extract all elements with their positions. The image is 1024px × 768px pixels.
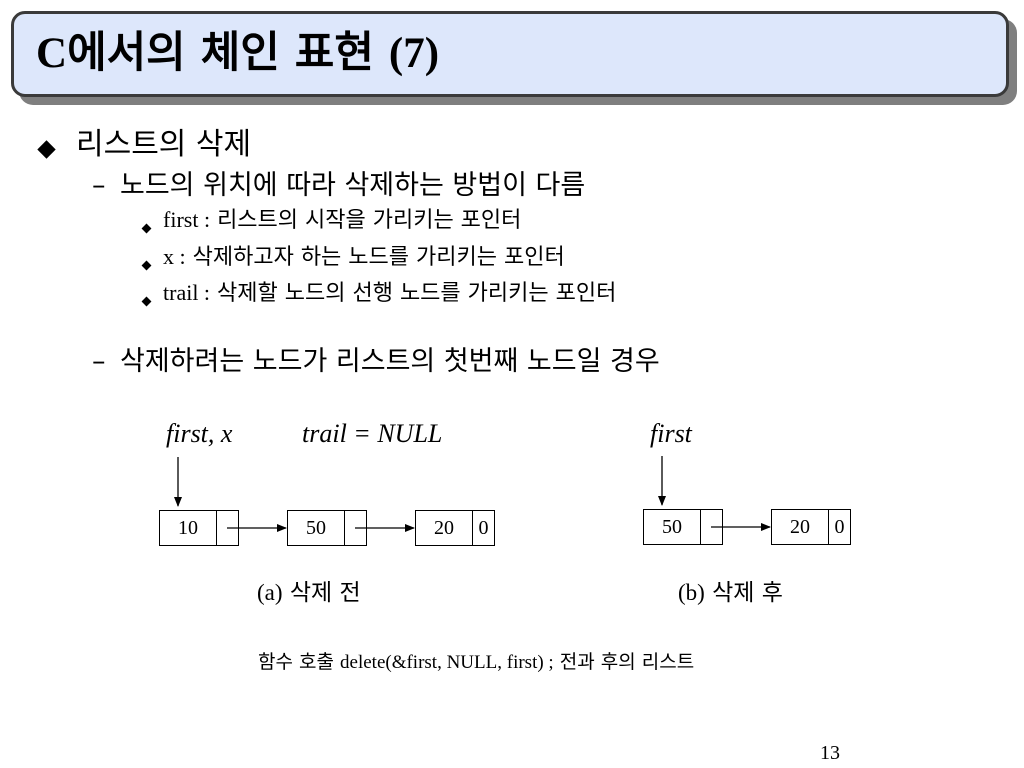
node-link bbox=[344, 511, 366, 545]
node-link: 0 bbox=[472, 511, 494, 545]
node-value: 50 bbox=[306, 516, 326, 539]
dash-bullet: – bbox=[92, 346, 106, 377]
node-link bbox=[700, 510, 722, 544]
outline-heading: 리스트의 삭제 bbox=[76, 127, 252, 162]
title-korean: 에서의 체인 표현 bbox=[67, 28, 374, 78]
def-term: trail : bbox=[163, 280, 211, 305]
def-desc: 삭제하고자 하는 노드를 가리키는 포인터 bbox=[192, 245, 565, 270]
node-link bbox=[216, 511, 238, 545]
page-number: 13 bbox=[820, 742, 840, 764]
caption-tag: (a) bbox=[257, 580, 283, 605]
list-node: 20 0 bbox=[415, 510, 495, 546]
node-value: 10 bbox=[178, 516, 198, 539]
figure-caption-prefix: 함수 호출 bbox=[258, 651, 334, 673]
pointer-label-first: first bbox=[650, 419, 692, 448]
title-bar bbox=[11, 11, 1009, 97]
node-link: 0 bbox=[828, 510, 850, 544]
def-item-trail: trail : 삭제할 노드의 선행 노드를 가리키는 포인터 bbox=[163, 279, 616, 308]
def-item-first: first : 리스트의 시작을 가리키는 포인터 bbox=[163, 206, 521, 235]
def-item-x: x : 삭제하고자 하는 노드를 가리키는 포인터 bbox=[163, 243, 565, 272]
title-suffix: (7) bbox=[388, 30, 440, 77]
outline-sub2: 삭제하려는 노드가 리스트의 첫번째 노드일 경우 bbox=[120, 346, 660, 377]
slide-title: C에서의 체인 표현 (7) bbox=[36, 23, 439, 84]
figure-caption-suffix: 전과 후의 리스트 bbox=[559, 651, 695, 673]
def-term: x : bbox=[163, 244, 186, 269]
list-node: 20 0 bbox=[771, 509, 851, 545]
def-desc: 삭제할 노드의 선행 노드를 가리키는 포인터 bbox=[217, 281, 617, 306]
dash-bullet: – bbox=[92, 170, 106, 201]
caption-tag: (b) bbox=[678, 580, 705, 605]
def-term: first : bbox=[163, 207, 211, 232]
node-value: 50 bbox=[662, 515, 682, 538]
node-value: 20 bbox=[434, 516, 454, 539]
list-node: 50 bbox=[287, 510, 367, 546]
pointer-label-trail: trail = NULL bbox=[302, 419, 443, 448]
pointer-label-first-x: first, x bbox=[166, 419, 233, 448]
node-value: 20 bbox=[790, 515, 810, 538]
figure-caption-code: delete(&first, NULL, first) ; bbox=[340, 652, 554, 673]
caption-text: 삭제 전 bbox=[289, 580, 361, 606]
caption-text: 삭제 후 bbox=[712, 580, 783, 606]
figure-caption: 함수 호출 delete(&first, NULL, first) ; 전과 후… bbox=[258, 650, 694, 675]
outline-sub1: 노드의 위치에 따라 삭제하는 방법이 다름 bbox=[120, 170, 586, 201]
title-prefix: C bbox=[36, 30, 68, 77]
caption-after: (b) 삭제 후 bbox=[678, 579, 783, 607]
def-desc: 리스트의 시작을 가리키는 포인터 bbox=[217, 208, 522, 233]
caption-before: (a) 삭제 전 bbox=[257, 579, 361, 607]
